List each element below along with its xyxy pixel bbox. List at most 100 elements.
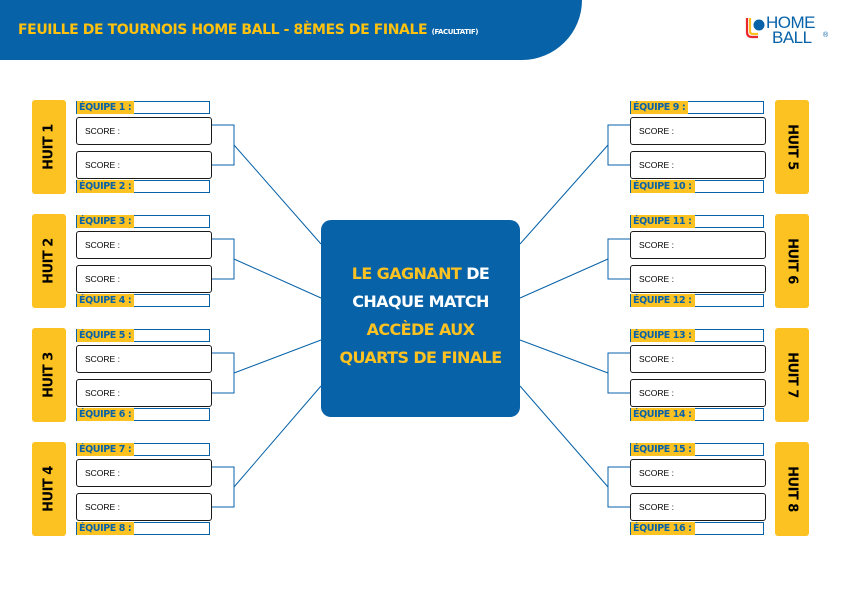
team-field-12[interactable]: ÉQUIPE 12 :	[630, 294, 764, 307]
match-label-text: HUIT 3	[41, 352, 57, 398]
title-separator: -	[279, 22, 294, 38]
center-line-4: QUARTS DE FINALE	[339, 348, 502, 367]
center-message: LE GAGNANT DE CHAQUE MATCH ACCÈDE AUX QU…	[321, 260, 520, 372]
score-label: SCORE :	[85, 126, 120, 136]
team-field-7[interactable]: ÉQUIPE 7 :	[76, 443, 210, 456]
team-field-13[interactable]: ÉQUIPE 13 :	[630, 329, 764, 342]
team-field-8[interactable]: ÉQUIPE 8 :	[76, 522, 210, 535]
connector-bracket	[212, 124, 235, 166]
connector-bracket	[212, 238, 235, 280]
home-ball-logo: HOME BALL ®	[744, 14, 830, 46]
score-label: SCORE :	[639, 274, 674, 284]
team-label: ÉQUIPE 14 :	[631, 408, 695, 421]
connector-bracket	[607, 124, 630, 166]
logo-registered-mark: ®	[823, 32, 829, 39]
team-label: ÉQUIPE 1 :	[77, 101, 135, 114]
center-panel: LE GAGNANT DE CHAQUE MATCH ACCÈDE AUX QU…	[321, 220, 520, 417]
connector-to-center	[233, 258, 322, 299]
team-field-15[interactable]: ÉQUIPE 15 :	[630, 443, 764, 456]
team-label: ÉQUIPE 11 :	[631, 215, 695, 228]
team-label: ÉQUIPE 8 :	[77, 522, 135, 535]
team-field-14[interactable]: ÉQUIPE 14 :	[630, 408, 764, 421]
connector-bracket	[212, 466, 235, 508]
score-label: SCORE :	[639, 388, 674, 398]
score-field[interactable]: SCORE :	[76, 265, 212, 293]
score-label: SCORE :	[85, 502, 120, 512]
team-label: ÉQUIPE 15 :	[631, 443, 695, 456]
score-field[interactable]: SCORE :	[630, 231, 766, 259]
team-label: ÉQUIPE 3 :	[77, 215, 135, 228]
team-label: ÉQUIPE 16 :	[631, 522, 695, 535]
header-banner: FEUILLE DE TOURNOIS HOME BALL - 8ÈMES DE…	[0, 0, 582, 60]
connector-bracket	[607, 352, 630, 394]
match-label-text: HUIT 6	[784, 238, 800, 284]
match-label-huit-3: HUIT 3	[32, 328, 66, 422]
score-field[interactable]: SCORE :	[76, 151, 212, 179]
center-line-3: ACCÈDE AUX	[366, 320, 475, 339]
team-field-16[interactable]: ÉQUIPE 16 :	[630, 522, 764, 535]
score-field[interactable]: SCORE :	[76, 493, 212, 521]
team-field-10[interactable]: ÉQUIPE 10 :	[630, 180, 764, 193]
score-label: SCORE :	[639, 502, 674, 512]
connector-to-center	[519, 144, 609, 245]
team-field-11[interactable]: ÉQUIPE 11 :	[630, 215, 764, 228]
score-label: SCORE :	[639, 126, 674, 136]
team-label: ÉQUIPE 12 :	[631, 294, 695, 307]
match-label-text: HUIT 2	[41, 238, 57, 284]
score-label: SCORE :	[85, 274, 120, 284]
team-field-4[interactable]: ÉQUIPE 4 :	[76, 294, 210, 307]
score-field[interactable]: SCORE :	[630, 265, 766, 293]
score-field[interactable]: SCORE :	[76, 379, 212, 407]
score-label: SCORE :	[639, 354, 674, 364]
score-field[interactable]: SCORE :	[630, 345, 766, 373]
match-label-text: HUIT 4	[41, 466, 57, 512]
match-label-huit-1: HUIT 1	[32, 100, 66, 194]
connector-to-center	[519, 258, 609, 299]
connector-to-center	[519, 339, 609, 374]
team-label: ÉQUIPE 6 :	[77, 408, 135, 421]
score-field[interactable]: SCORE :	[76, 231, 212, 259]
connector-bracket	[607, 466, 630, 508]
score-field[interactable]: SCORE :	[76, 117, 212, 145]
connector-bracket	[212, 352, 235, 394]
score-label: SCORE :	[639, 468, 674, 478]
match-label-text: HUIT 7	[784, 352, 800, 398]
team-field-6[interactable]: ÉQUIPE 6 :	[76, 408, 210, 421]
score-label: SCORE :	[85, 240, 120, 250]
match-label-huit-6: HUIT 6	[775, 214, 809, 308]
score-field[interactable]: SCORE :	[76, 345, 212, 373]
connector-to-center	[519, 385, 609, 488]
team-label: ÉQUIPE 7 :	[77, 443, 135, 456]
score-label: SCORE :	[85, 468, 120, 478]
team-label: ÉQUIPE 4 :	[77, 294, 135, 307]
score-label: SCORE :	[85, 388, 120, 398]
team-label: ÉQUIPE 5 :	[77, 329, 135, 342]
logo-mark-icon	[745, 18, 765, 39]
team-field-5[interactable]: ÉQUIPE 5 :	[76, 329, 210, 342]
title-subtitle: 8ÈMES DE FINALE	[293, 22, 428, 38]
logo-word-home: HOME	[766, 13, 816, 32]
score-field[interactable]: SCORE :	[630, 493, 766, 521]
logo-word-ball: BALL	[772, 28, 812, 47]
team-field-3[interactable]: ÉQUIPE 3 :	[76, 215, 210, 228]
match-label-huit-5: HUIT 5	[775, 100, 809, 194]
match-label-text: HUIT 1	[41, 124, 57, 170]
connector-to-center	[233, 385, 322, 488]
team-field-1[interactable]: ÉQUIPE 1 :	[76, 101, 210, 114]
score-field[interactable]: SCORE :	[630, 117, 766, 145]
score-field[interactable]: SCORE :	[630, 151, 766, 179]
connector-bracket	[607, 238, 630, 280]
score-label: SCORE :	[639, 240, 674, 250]
team-field-9[interactable]: ÉQUIPE 9 :	[630, 101, 764, 114]
score-field[interactable]: SCORE :	[630, 379, 766, 407]
center-line-2: CHAQUE MATCH	[352, 292, 489, 311]
match-label-huit-4: HUIT 4	[32, 442, 66, 536]
match-label-huit-8: HUIT 8	[775, 442, 809, 536]
score-label: SCORE :	[85, 354, 120, 364]
center-line-1a: LE GAGNANT	[351, 264, 462, 283]
team-label: ÉQUIPE 13 :	[631, 329, 695, 342]
score-field[interactable]: SCORE :	[630, 459, 766, 487]
team-field-2[interactable]: ÉQUIPE 2 :	[76, 180, 210, 193]
score-field[interactable]: SCORE :	[76, 459, 212, 487]
